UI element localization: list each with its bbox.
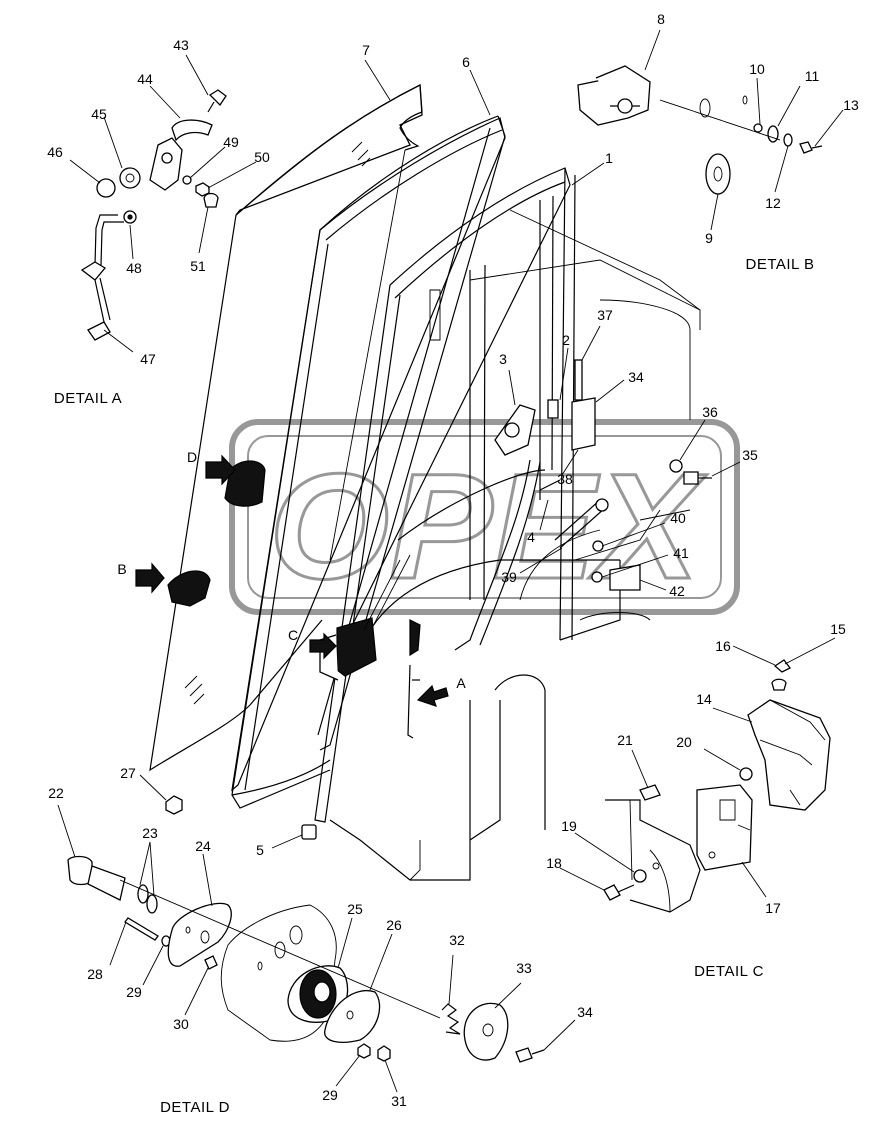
callout-13: 13 (843, 97, 859, 113)
callout-22: 22 (48, 785, 64, 801)
detail-b-parts (577, 65, 823, 195)
callout-20: 20 (676, 734, 692, 750)
callout-42: 41 (673, 545, 689, 561)
callout-28: 28 (87, 966, 103, 982)
callout-7: 7 (362, 42, 370, 58)
detail-c-parts (603, 659, 831, 913)
callout-35: 34 (628, 369, 644, 385)
callout-29b: 29 (322, 1087, 338, 1103)
detail-d-parts (67, 855, 545, 1063)
callout-39: 38 (557, 471, 573, 487)
callout-46: 45 (91, 106, 107, 122)
callout-numbers: 7 6 1 2 37 3 34 36 35 38 4 39 40 41 42 8… (47, 11, 859, 1109)
callout-17: 17 (765, 900, 781, 916)
letter-d: D (187, 449, 197, 465)
callout-16: 16 (715, 638, 731, 654)
callout-10: 10 (749, 61, 765, 77)
callout-23: 23 (142, 825, 158, 841)
callout-36: 35 (742, 447, 758, 463)
callout-45: 44 (137, 71, 153, 87)
callout-44: 43 (173, 37, 189, 53)
callout-31: 31 (391, 1093, 407, 1109)
callout-12: 12 (765, 195, 781, 211)
detail-c-heading: DETAIL C (694, 963, 764, 980)
arrow-a (416, 684, 449, 707)
callout-50: 49 (223, 134, 239, 150)
callout-5: 5 (256, 842, 264, 858)
callout-2: 2 (562, 332, 570, 348)
callout-32: 32 (449, 932, 465, 948)
callout-25: 25 (347, 901, 363, 917)
bolt-36 (669, 459, 712, 485)
callout-15: 15 (830, 621, 846, 637)
callout-21: 21 (617, 732, 633, 748)
callout-43: 42 (669, 583, 685, 599)
letter-b: B (117, 561, 126, 577)
callout-48: 47 (140, 351, 156, 367)
callout-40: 39 (501, 569, 517, 585)
callout-9: 9 (705, 230, 713, 246)
letter-c: C (288, 627, 298, 643)
callout-27: 27 (120, 765, 136, 781)
arrow-d (205, 454, 236, 486)
callout-11: 11 (805, 68, 820, 84)
callout-8: 8 (657, 11, 665, 27)
callout-4: 4 (527, 529, 535, 545)
detail-a-heading: DETAIL A (54, 390, 122, 407)
glass-pane-7 (149, 83, 423, 772)
nut-27 (165, 795, 183, 815)
callout-30: 30 (173, 1016, 189, 1032)
callout-34: 34 (577, 1004, 593, 1020)
callout-24: 24 (195, 838, 211, 854)
callout-26: 26 (386, 917, 402, 933)
latch-c (336, 617, 377, 677)
detail-b-heading: DETAIL B (745, 256, 814, 273)
callout-6: 6 (462, 54, 470, 70)
detail-a-parts (80, 89, 227, 341)
callout-19: 19 (561, 818, 577, 834)
pad-b (167, 570, 211, 607)
detail-headings: DETAIL A DETAIL B DETAIL C DETAIL D (54, 256, 814, 1116)
callout-14: 14 (696, 691, 712, 707)
callout-37: 36 (702, 404, 718, 420)
callout-33: 33 (516, 960, 532, 976)
callout-29a: 29 (126, 984, 142, 1000)
handle-assembly (454, 359, 641, 651)
door-frame-1 (301, 167, 701, 840)
callout-49: 48 (126, 260, 142, 276)
letter-a: A (456, 675, 466, 691)
callout-52: 51 (190, 258, 206, 274)
callout-47: 46 (47, 144, 63, 160)
leader-lines (57, 29, 844, 1093)
callout-3: 3 (499, 351, 507, 367)
callout-41: 40 (670, 510, 686, 526)
arrow-c (309, 632, 337, 660)
callout-18: 18 (546, 855, 562, 871)
watermark-text: OPEX (269, 442, 707, 610)
callout-38: 37 (597, 307, 613, 323)
detail-d-heading: DETAIL D (160, 1099, 230, 1116)
pad-d (224, 460, 266, 507)
arrow-letters: D B C A (117, 449, 466, 691)
arrow-b (135, 562, 165, 594)
callout-1: 1 (605, 150, 613, 166)
callout-51: 50 (254, 149, 270, 165)
